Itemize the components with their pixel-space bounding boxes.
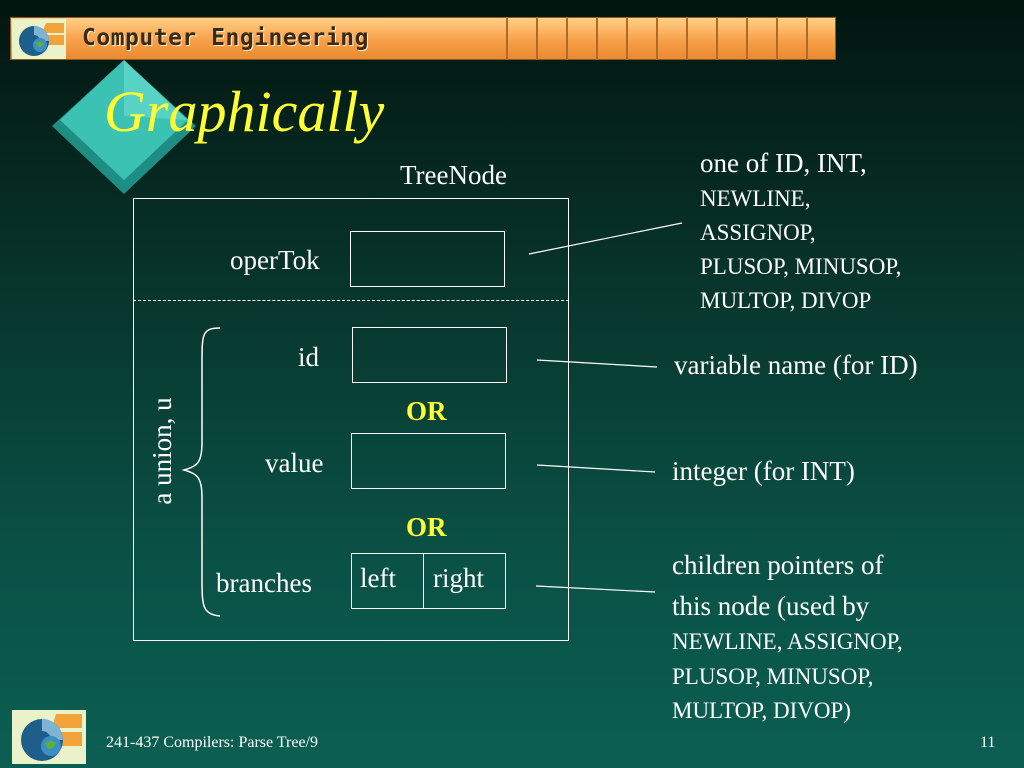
banner-divider bbox=[716, 17, 746, 60]
banner-divider bbox=[656, 17, 686, 60]
opertok-note-line: ASSIGNOP, bbox=[700, 220, 816, 245]
banner-title: Computer Engineering bbox=[82, 25, 369, 51]
union-brace bbox=[181, 327, 221, 617]
slide-title: Graphically bbox=[104, 79, 385, 144]
field-id-box bbox=[352, 327, 507, 383]
globe-logo-icon bbox=[12, 19, 66, 59]
field-branches-box bbox=[351, 553, 506, 609]
field-branches-label: branches bbox=[216, 568, 312, 598]
banner-divider bbox=[566, 17, 596, 60]
opertok-note-line: one of ID, INT, bbox=[700, 148, 867, 178]
footer-page-number: 11 bbox=[980, 734, 996, 751]
or-label: OR bbox=[406, 396, 447, 426]
opertok-note-line: PLUSOP, MINUSOP, bbox=[700, 254, 902, 279]
opertok-note-line: MULTOP, DIVOP bbox=[700, 288, 872, 313]
banner-divider bbox=[536, 17, 566, 60]
branch-right-label: right bbox=[433, 563, 484, 593]
banner-divider bbox=[746, 17, 776, 60]
treenode-outline bbox=[133, 198, 569, 641]
header-banner bbox=[10, 17, 836, 60]
field-opertok-label: operTok bbox=[230, 245, 320, 275]
or-label: OR bbox=[406, 512, 447, 542]
banner-divider bbox=[776, 17, 806, 60]
struct-name: TreeNode bbox=[400, 160, 507, 190]
union-divider bbox=[133, 300, 569, 301]
branches-note-line: MULTOP, DIVOP) bbox=[672, 698, 851, 723]
field-value-label: value bbox=[265, 448, 324, 478]
banner-divider bbox=[806, 17, 836, 60]
branch-left-label: left bbox=[360, 563, 396, 593]
footer-logo-icon bbox=[12, 710, 86, 764]
banner-divider bbox=[686, 17, 716, 60]
diamond-decoration bbox=[52, 60, 196, 194]
opertok-note-line: NEWLINE, bbox=[700, 186, 811, 211]
banner-divider bbox=[626, 17, 656, 60]
banner-divider bbox=[596, 17, 626, 60]
field-opertok-box bbox=[350, 231, 505, 287]
branches-divider bbox=[423, 553, 424, 609]
banner-divider bbox=[506, 17, 536, 60]
id-note: variable name (for ID) bbox=[674, 350, 918, 380]
field-value-box bbox=[351, 433, 506, 489]
branches-note-line: this node (used by bbox=[672, 591, 870, 621]
footer-course: 241-437 Compilers: Parse Tree/9 bbox=[106, 734, 318, 751]
branches-note-line: PLUSOP, MINUSOP, bbox=[672, 664, 874, 689]
field-id-label: id bbox=[298, 342, 320, 372]
branches-note-line: children pointers of bbox=[672, 550, 884, 580]
branches-note-line: NEWLINE, ASSIGNOP, bbox=[672, 629, 903, 654]
value-note: integer (for INT) bbox=[672, 456, 855, 486]
